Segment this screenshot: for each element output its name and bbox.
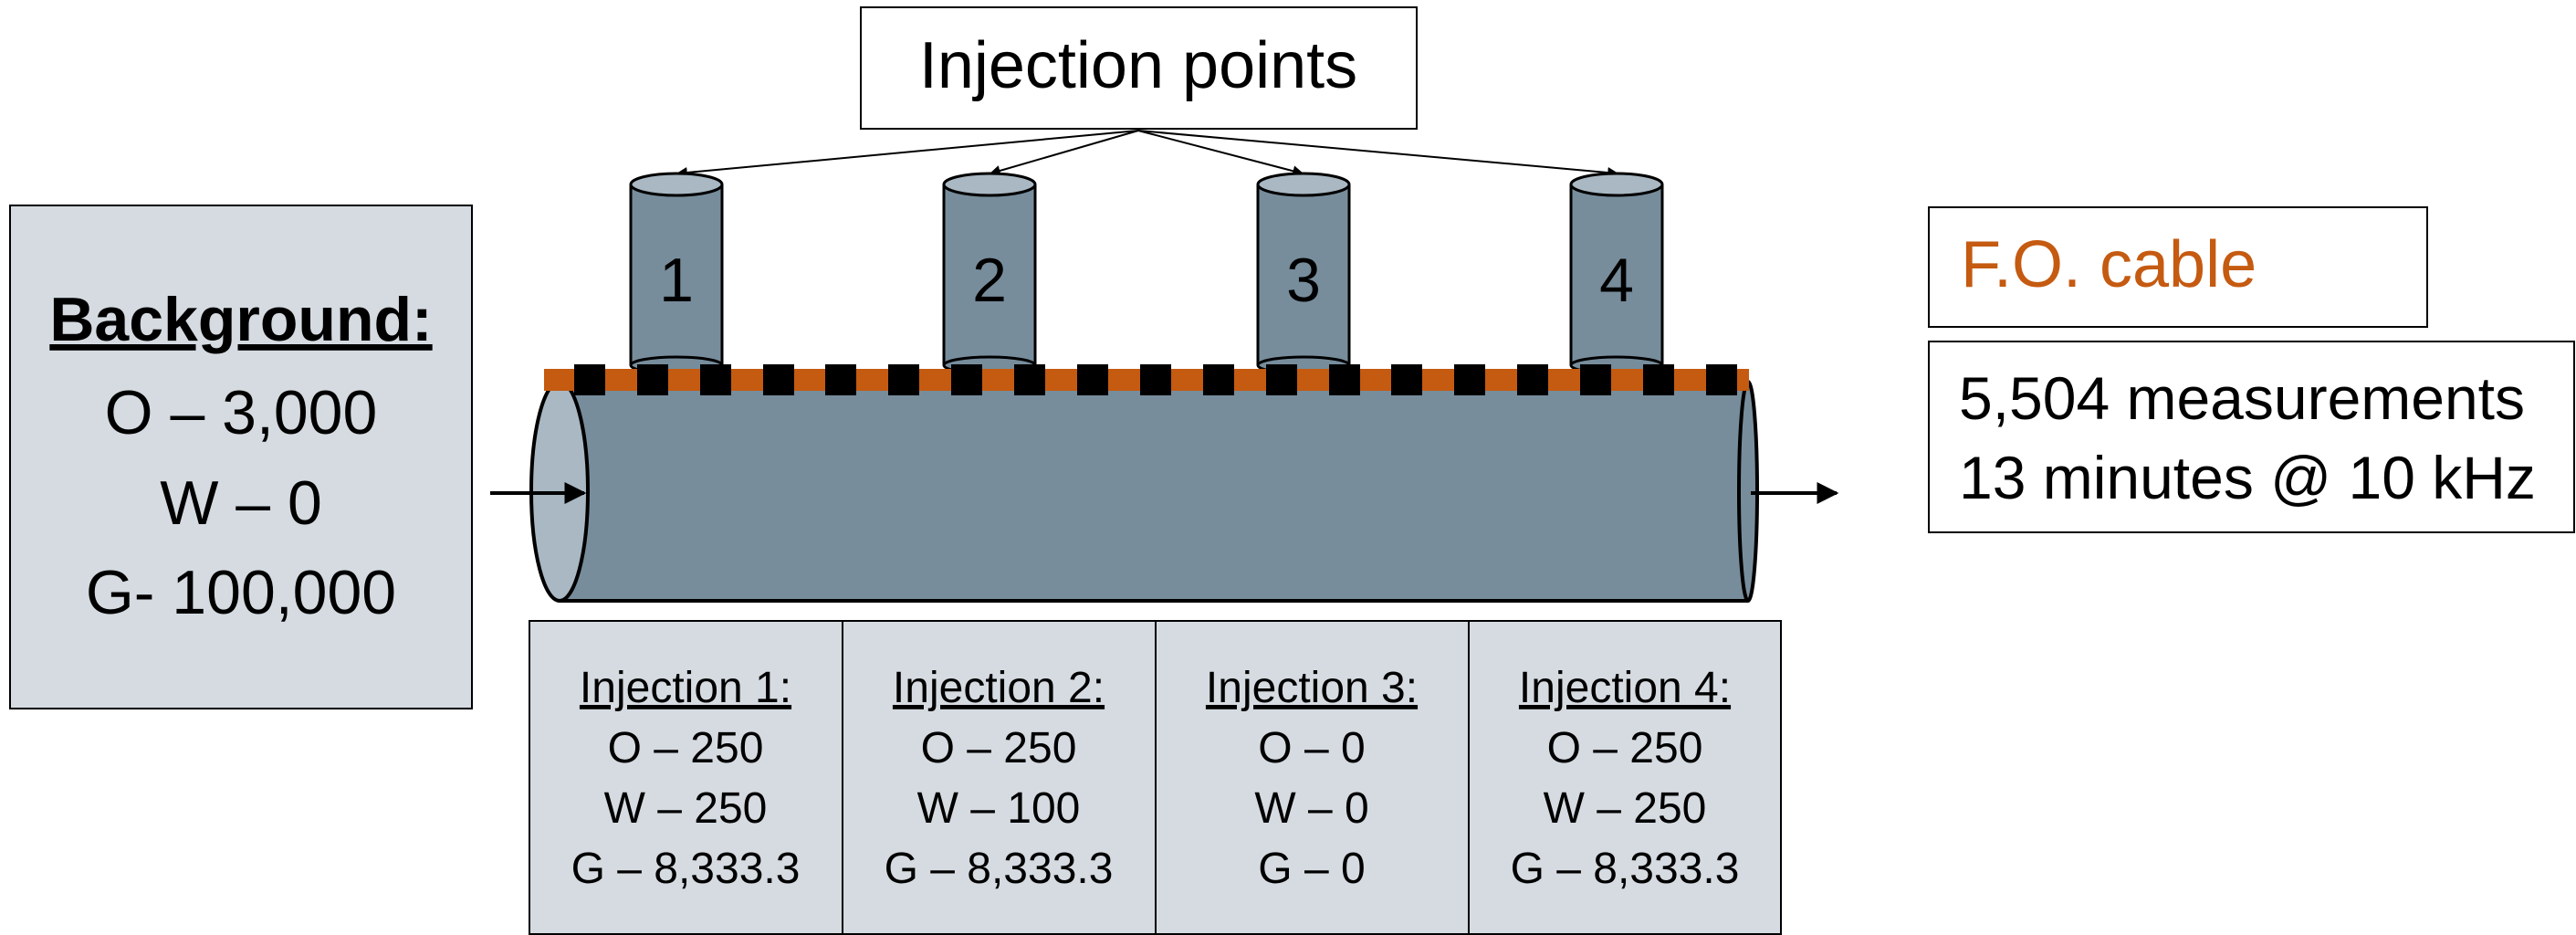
injection-point-3: 3 [1256, 172, 1351, 375]
injection-3-title: Injection 3: [1206, 664, 1418, 712]
title-label: Injection points [919, 29, 1357, 102]
injection-2-title: Injection 2: [893, 664, 1105, 712]
arrow-to-point-4 [1137, 130, 1619, 179]
injection-4-o: O – 250 [1547, 724, 1703, 772]
sensor-marker [574, 364, 605, 395]
injection-table: Injection 1: O – 250 W – 250 G – 8,333.3… [529, 620, 1782, 935]
sensor-marker [1329, 364, 1360, 395]
injection-point-3-label: 3 [1286, 246, 1321, 315]
arrow-to-point-2 [989, 130, 1139, 176]
sensor-marker [1454, 364, 1485, 395]
background-line-o: O – 3,000 [105, 378, 378, 447]
background-panel [9, 205, 473, 709]
sensor-marker [1203, 364, 1234, 395]
background-line-w: W – 0 [160, 468, 322, 538]
sensor-marker [825, 364, 856, 395]
injection-2-o: O – 250 [921, 724, 1077, 772]
injection-4-w: W – 250 [1544, 784, 1707, 833]
injection-cell-3 [1155, 620, 1470, 935]
injection-3-w: W – 0 [1254, 784, 1368, 833]
sensor-marker [1266, 364, 1297, 395]
sensor-marker [1643, 364, 1674, 395]
sensor-marker [1706, 364, 1737, 395]
sensor-markers [574, 364, 1737, 395]
sensor-marker [951, 364, 982, 395]
injection-point-2-label: 2 [972, 246, 1007, 315]
pipe-body [560, 382, 1748, 601]
injection-cell-2 [842, 620, 1157, 935]
injection-3-o: O – 0 [1258, 724, 1365, 772]
injection-3-g: G – 0 [1258, 845, 1365, 893]
sensor-marker [1517, 364, 1548, 395]
sensor-marker [1391, 364, 1422, 395]
pipe [529, 380, 1759, 603]
injection-1-w: W – 250 [604, 784, 768, 833]
injection-1-o: O – 250 [608, 724, 764, 772]
injection-point-4-label: 4 [1599, 246, 1634, 315]
title-box [860, 6, 1418, 130]
injection-1-title: Injection 1: [580, 664, 791, 712]
injection-cell-4 [1468, 620, 1782, 935]
measurement-duration: 13 minutes @ 10 kHz [1959, 444, 2536, 511]
injection-2-w: W – 100 [917, 784, 1081, 833]
background-line-g: G- 100,000 [86, 558, 396, 627]
sensor-marker [700, 364, 731, 395]
injection-point-4: 4 [1569, 172, 1664, 375]
sensor-marker [888, 364, 919, 395]
background-title: Background: [49, 285, 432, 354]
sensor-marker [1077, 364, 1108, 395]
injection-point-1: 1 [629, 172, 724, 375]
arrow-to-point-1 [675, 130, 1139, 178]
fo-cable-legend-box [1928, 206, 2428, 328]
injection-point-1-label: 1 [659, 246, 694, 315]
injection-4-title: Injection 4: [1519, 664, 1731, 712]
sensor-marker [1140, 364, 1171, 395]
arrow-to-point-3 [1137, 130, 1304, 177]
measurement-count: 5,504 measurements [1959, 364, 2525, 432]
injection-arrows [675, 130, 1619, 179]
sensor-marker [1580, 364, 1611, 395]
sensor-marker [763, 364, 794, 395]
injection-1-g: G – 8,333.3 [571, 845, 801, 893]
injection-2-g: G – 8,333.3 [885, 845, 1114, 893]
fo-cable-legend-title: F.O. cable [1961, 228, 2257, 301]
measurement-info-box [1928, 341, 2575, 533]
sensor-marker [637, 364, 668, 395]
injection-4-g: G – 8,333.3 [1511, 845, 1740, 893]
sensor-marker [1014, 364, 1045, 395]
injection-point-2: 2 [942, 172, 1037, 375]
